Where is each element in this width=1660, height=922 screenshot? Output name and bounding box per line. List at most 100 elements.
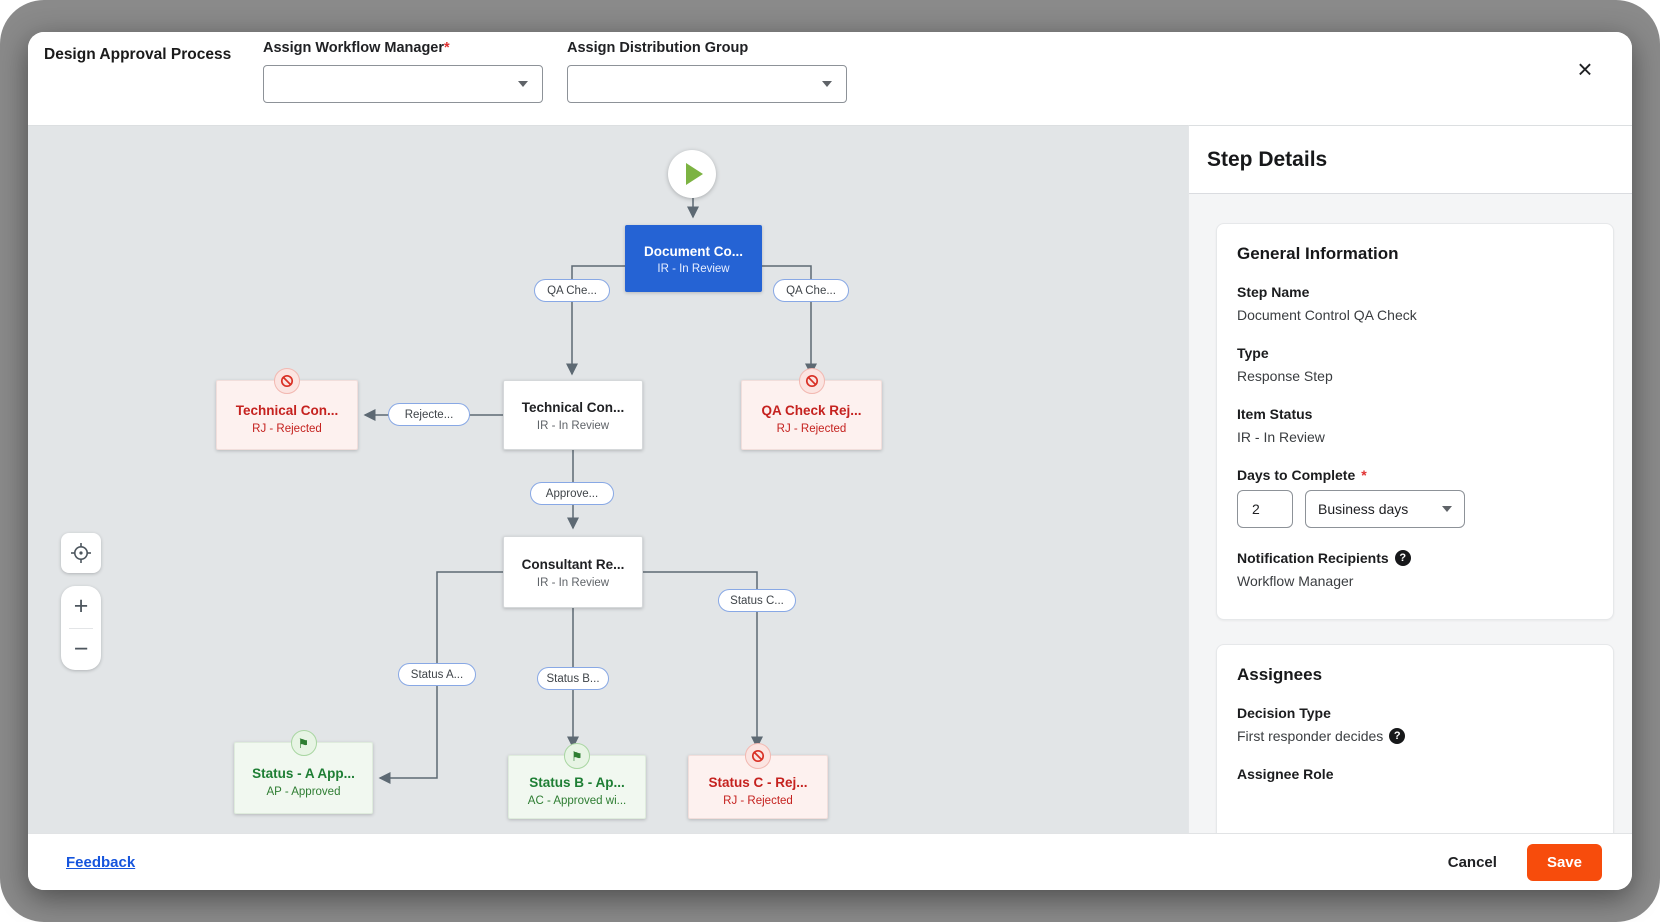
flow-node-consultant-review[interactable]: Consultant Re... IR - In Review: [503, 536, 643, 608]
notification-recipients-value: Workflow Manager: [1237, 573, 1354, 589]
play-icon: [686, 163, 703, 185]
flow-node-status-b-approved[interactable]: ⚑ Status B - Ap... AC - Approved wi...: [508, 743, 646, 819]
required-asterisk: *: [1361, 467, 1367, 483]
edge-label-approved[interactable]: Approve...: [530, 482, 614, 505]
flow-node-technical-review[interactable]: Technical Con... IR - In Review: [503, 380, 643, 450]
chevron-down-icon: [822, 81, 832, 87]
decision-type-value: First responder decides?: [1237, 728, 1593, 744]
item-status-group: Item Status IR - In Review: [1237, 406, 1593, 445]
panel-header: Step Details: [1189, 126, 1632, 194]
zoom-in-button[interactable]: +: [73, 592, 89, 621]
rejected-icon: [274, 368, 300, 394]
chevron-down-icon: [1442, 506, 1452, 512]
assignees-heading: Assignees: [1237, 665, 1323, 684]
node-title: Document Co...: [643, 243, 743, 259]
cancel-button[interactable]: Cancel: [1447, 853, 1497, 871]
notification-label-text: Notification Recipients: [1237, 550, 1389, 566]
workflow-canvas[interactable]: Document Co... IR - In Review Technical …: [28, 125, 1188, 833]
help-icon[interactable]: ?: [1394, 550, 1411, 566]
type-label: Type: [1237, 345, 1269, 361]
node-status: IR - In Review: [536, 419, 610, 432]
close-icon[interactable]: ×: [1577, 53, 1593, 84]
type-group: Type Response Step: [1237, 345, 1593, 384]
workflow-manager-dropdown[interactable]: [263, 65, 543, 103]
type-value: Response Step: [1237, 368, 1333, 384]
node-title: Technical Con...: [521, 400, 625, 416]
flow-node-document-control[interactable]: Document Co... IR - In Review: [625, 225, 762, 292]
flow-node-technical-rejected[interactable]: Technical Con... RJ - Rejected: [216, 368, 358, 450]
workflow-manager-label-text: Assign Workflow Manager: [263, 40, 445, 56]
days-label-text: Days to Complete: [1237, 467, 1356, 483]
general-information-heading: General Information: [1237, 244, 1399, 263]
design-approval-modal: Design Approval Process Assign Workflow …: [28, 32, 1632, 890]
chevron-down-icon: [518, 81, 528, 87]
workflow-manager-label: Assign Workflow Manager*: [263, 40, 543, 56]
node-title: QA Check Rej...: [761, 403, 862, 419]
assignee-role-group: Assignee Role: [1237, 766, 1593, 782]
distribution-group-dropdown[interactable]: [567, 65, 847, 103]
edge-label-rejected[interactable]: Rejecte...: [388, 403, 470, 426]
divider: [69, 627, 93, 629]
panel-body: General Information Step Name Document C…: [1189, 194, 1632, 833]
flow-node-status-a-approved[interactable]: ⚑ Status - A App... AP - Approved: [234, 730, 373, 814]
notification-recipients-group: Notification Recipients? Workflow Manage…: [1237, 550, 1593, 589]
target-icon: [71, 543, 91, 563]
footer-actions: Cancel Save: [1447, 843, 1602, 881]
help-icon[interactable]: ?: [1389, 728, 1406, 744]
days-inputs-row: Business days: [1237, 490, 1593, 528]
panel-title: Step Details: [1207, 147, 1328, 171]
start-node[interactable]: [668, 150, 716, 198]
node-title: Status - A App...: [252, 766, 355, 782]
distribution-group-label: Assign Distribution Group: [567, 40, 749, 56]
flow-node-status-c-rejected[interactable]: Status C - Rej... RJ - Rejected: [688, 743, 828, 819]
flow-edges: [363, 198, 817, 784]
edge-label-status-b[interactable]: Status B...: [537, 667, 609, 690]
edge-label-status-a[interactable]: Status A...: [398, 663, 476, 686]
flow-node-qa-check-rejected[interactable]: QA Check Rej... RJ - Rejected: [741, 368, 882, 450]
flag-icon: ⚑: [290, 730, 317, 756]
page-title: Design Approval Process: [44, 46, 232, 63]
modal-header: Design Approval Process Assign Workflow …: [28, 32, 1632, 125]
general-information-card: General Information Step Name Document C…: [1216, 223, 1614, 620]
decision-type-label: Decision Type: [1237, 705, 1331, 721]
step-name-label: Step Name: [1237, 284, 1310, 300]
days-to-complete-label: Days to Complete *: [1237, 467, 1593, 483]
node-status: RJ - Rejected: [723, 794, 793, 807]
modal-footer: Feedback Cancel Save: [28, 833, 1632, 890]
node-title: Technical Con...: [235, 403, 339, 419]
decision-type-group: Decision Type First responder decides?: [1237, 705, 1593, 744]
node-status: RJ - Rejected: [776, 422, 847, 435]
recenter-button[interactable]: [61, 533, 101, 573]
required-asterisk: *: [444, 40, 450, 56]
days-to-complete-group: Days to Complete * Business days: [1237, 467, 1593, 528]
rejected-icon: [798, 368, 825, 394]
node-title: Status C - Rej...: [708, 775, 808, 791]
node-status: IR - In Review: [657, 263, 730, 276]
step-name-group: Step Name Document Control QA Check: [1237, 284, 1593, 323]
item-status-label: Item Status: [1237, 406, 1313, 422]
decision-type-text: First responder decides: [1237, 728, 1384, 744]
distribution-group-field: Assign Distribution Group: [567, 40, 847, 103]
edge-label-qa-check-right[interactable]: QA Che...: [773, 279, 849, 302]
save-button[interactable]: Save: [1526, 843, 1602, 881]
node-status: AP - Approved: [266, 785, 341, 798]
item-status-value: IR - In Review: [1237, 429, 1325, 445]
days-unit-value: Business days: [1318, 501, 1409, 517]
flag-icon: ⚑: [564, 743, 590, 769]
workflow-manager-field: Assign Workflow Manager*: [263, 40, 543, 103]
edge-label-status-c[interactable]: Status C...: [718, 589, 796, 612]
node-status: IR - In Review: [536, 576, 610, 589]
feedback-link[interactable]: Feedback: [66, 853, 136, 871]
edge-label-qa-check-left[interactable]: QA Che...: [534, 279, 610, 302]
zoom-out-button[interactable]: −: [73, 634, 89, 663]
node-status: AC - Approved wi...: [527, 794, 627, 807]
node-status: RJ - Rejected: [252, 422, 322, 435]
notification-recipients-label: Notification Recipients?: [1237, 550, 1593, 566]
assignees-card: Assignees Decision Type First responder …: [1216, 644, 1614, 833]
assignee-role-label: Assignee Role: [1237, 766, 1334, 782]
node-title: Consultant Re...: [521, 557, 625, 573]
days-unit-select[interactable]: Business days: [1305, 490, 1465, 528]
step-details-panel: Step Details General Information Step Na…: [1188, 125, 1632, 833]
days-count-input[interactable]: [1237, 490, 1293, 528]
